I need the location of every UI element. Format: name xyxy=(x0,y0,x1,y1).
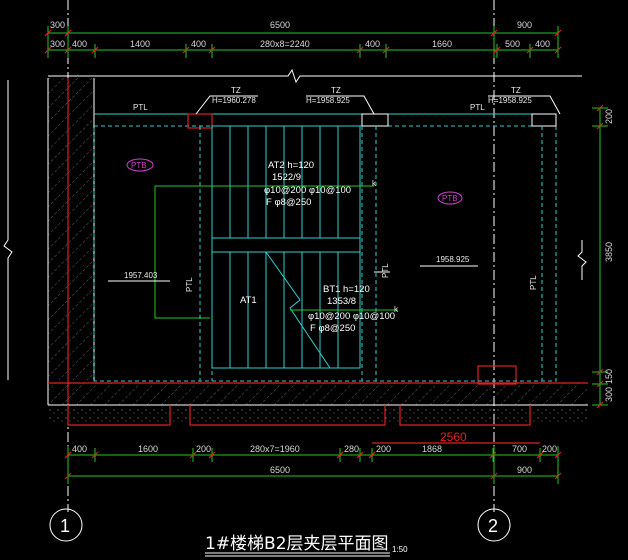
ptb-tag-right: PTB xyxy=(437,191,463,205)
tz-label-3: TZ xyxy=(511,86,521,95)
bottom-dim-inner-7: 700 xyxy=(512,444,527,454)
bottom-dim-inner-5: 200 xyxy=(376,444,391,454)
ptl-top-right: PTL xyxy=(470,103,485,112)
marker-k2: k xyxy=(394,305,399,314)
at2-line-3: F φ8@250 xyxy=(266,197,311,208)
ptb-right-text: PTB xyxy=(442,194,458,203)
tz-elev-1: H=1960.278 xyxy=(212,96,256,105)
top-dimension-rows: 300 6500 900 300 400 1400 400 280x8=2240… xyxy=(44,20,562,58)
bt1-line-2: φ10@200 φ10@100 xyxy=(308,311,395,322)
at2-line-0: AT2 h=120 xyxy=(268,160,314,171)
bottom-dim-inner-6: 1868 xyxy=(422,444,442,454)
bottom-dim-inner-1: 1600 xyxy=(138,444,158,454)
tz-elev-3: H=1958.925 xyxy=(488,96,532,105)
top-dim-inner-8: 400 xyxy=(535,39,550,49)
bottom-dim-outer-1: 900 xyxy=(517,465,532,475)
ptl-left-vertical: PTL xyxy=(185,277,194,292)
top-dim-inner-0: 300 xyxy=(50,39,65,49)
left-hatched-wall xyxy=(47,78,95,405)
grid-bubble-1: 1 xyxy=(49,508,83,542)
top-dim-inner-5: 400 xyxy=(365,39,380,49)
bt1-line-1: 1353/8 xyxy=(327,296,356,307)
ptb-left-text: PTB xyxy=(131,161,147,170)
elev-right: 1958.925 xyxy=(436,255,470,264)
top-break-line xyxy=(48,68,582,84)
top-dim-inner-2: 1400 xyxy=(130,39,150,49)
right-dim-1: 3850 xyxy=(604,242,614,262)
bt1-line-3: F φ8@250 xyxy=(310,323,355,334)
at2-line-2: φ10@200 φ10@100 xyxy=(264,185,351,196)
bt1-annotation: BT1 h=120 1353/8 φ10@200 φ10@100 F φ8@25… xyxy=(308,284,395,334)
at1-label: AT1 xyxy=(240,295,257,306)
red-dim: 2560 xyxy=(440,430,467,444)
bottom-dimension-rows: 2560 400 1600 200 280x7=1960 280 200 186… xyxy=(64,430,562,484)
tz-leaders xyxy=(195,95,561,115)
right-dim-0: 200 xyxy=(604,109,614,124)
top-dim-inner-6: 1660 xyxy=(432,39,452,49)
at2-annotation: AT2 h=120 1522/9 φ10@200 φ10@100 F φ8@25… xyxy=(264,160,351,208)
callout-lines xyxy=(108,185,478,319)
drawing-scale: 1:50 xyxy=(392,545,408,554)
tz-label-1: TZ xyxy=(231,86,241,95)
ptl-right-vertical: PTL xyxy=(529,275,538,290)
grid-bubble-2: 2 xyxy=(477,508,511,542)
tz-label-2: TZ xyxy=(331,86,341,95)
ptl-top-left: PTL xyxy=(133,103,148,112)
tz-elev-2: H=1958.925 xyxy=(306,96,350,105)
right-dim-2: 150 xyxy=(604,369,614,384)
top-dim-inner-3: 400 xyxy=(191,39,206,49)
at2-line-1: 1522/9 xyxy=(272,172,301,183)
grid-label-1: 1 xyxy=(60,516,70,536)
top-dim-inner-1: 400 xyxy=(72,39,87,49)
right-dim-3: 300 xyxy=(604,387,614,402)
drawing-title: 1#楼梯B2层夹层平面图 xyxy=(205,534,389,554)
ptl-mid-vertical: PTL xyxy=(381,263,390,278)
top-dim-inner-7: 500 xyxy=(505,39,520,49)
bottom-dim-inner-0: 400 xyxy=(72,444,87,454)
room-outline xyxy=(93,113,557,382)
bt1-line-0: BT1 h=120 xyxy=(323,284,370,295)
top-dim-outer-0: 300 xyxy=(50,20,65,30)
bottom-dim-inner-8: 200 xyxy=(542,444,557,454)
title-block: 1#楼梯B2层夹层平面图 1:50 xyxy=(205,534,408,557)
bottom-dim-inner-2: 200 xyxy=(196,444,211,454)
bottom-slab xyxy=(48,365,588,426)
top-dim-outer-2: 900 xyxy=(517,20,532,30)
marker-k1: k xyxy=(372,179,377,188)
bottom-dim-outer-0: 6500 xyxy=(270,465,290,475)
grid-axis-lines xyxy=(67,0,495,512)
elev-left: 1957.403 xyxy=(124,271,158,280)
grid-label-2: 2 xyxy=(488,516,498,536)
top-dim-outer-1: 6500 xyxy=(270,20,290,30)
right-dimension-column: 200 3850 150 300 xyxy=(3,80,614,409)
ptb-tag-left: PTB xyxy=(126,158,154,172)
top-dim-inner-4: 280x8=2240 xyxy=(260,39,310,49)
bottom-dim-inner-4: 280 xyxy=(344,444,359,454)
bottom-dim-inner-3: 280x7=1960 xyxy=(250,444,300,454)
